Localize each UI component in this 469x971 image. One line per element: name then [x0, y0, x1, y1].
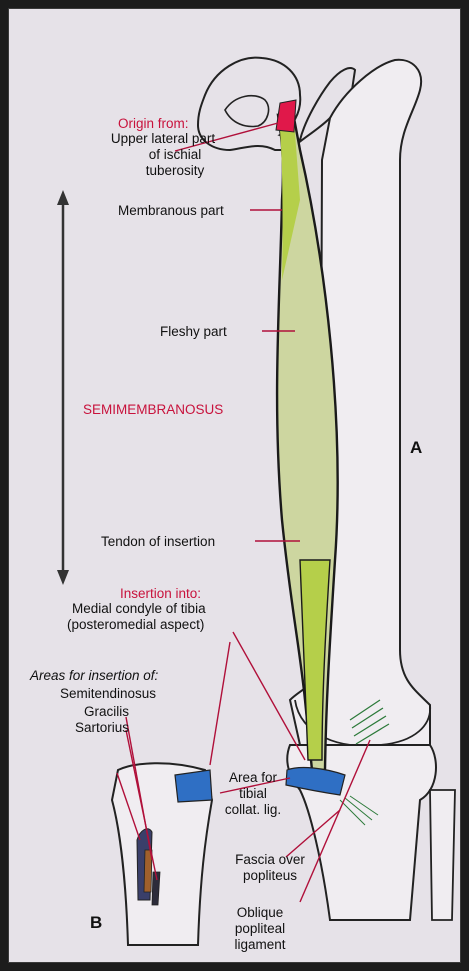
- label-membranous-part: Membranous part: [118, 203, 224, 219]
- origin-line-3: tuberosity: [95, 163, 255, 179]
- insertion-line-2: (posteromedial aspect): [67, 617, 204, 633]
- label-tendon-of-insertion: Tendon of insertion: [101, 534, 215, 550]
- oblique-line-3: ligament: [210, 937, 310, 953]
- panel-label-a: A: [410, 440, 422, 456]
- area-line-3: collat. lig.: [213, 802, 293, 818]
- areas-heading: Areas for insertion of:: [30, 668, 158, 684]
- fibula-outline: [430, 790, 455, 920]
- origin-heading: Origin from:: [118, 116, 189, 132]
- insertion-area-a: [286, 768, 345, 795]
- pelvis-inner: [225, 96, 269, 127]
- panel-label-b: B: [90, 915, 102, 931]
- fascia-line-1: Fascia over: [220, 852, 320, 868]
- label-semitendinosus: Semitendinosus: [60, 686, 156, 702]
- insertion-line-1: Medial condyle of tibia: [72, 601, 206, 617]
- origin-line-2: of ischial: [95, 147, 255, 163]
- area-line-1: Area for: [213, 770, 293, 786]
- fascia-line-2: popliteus: [220, 868, 320, 884]
- area-line-2: tibial: [213, 786, 293, 802]
- label-sartorius: Sartorius: [75, 720, 129, 736]
- oblique-line-2: popliteal: [210, 921, 310, 937]
- label-gracilis: Gracilis: [84, 704, 129, 720]
- origin-line-1: Upper lateral part: [58, 131, 268, 147]
- label-muscle-name: SEMIMEMBRANOSUS: [83, 402, 223, 418]
- insertion-heading: Insertion into:: [120, 586, 201, 602]
- muscle-extent-arrow: [57, 190, 69, 585]
- insertion-area-b: [175, 770, 212, 802]
- origin-mark: [276, 100, 296, 132]
- oblique-line-1: Oblique: [210, 905, 310, 921]
- label-fleshy-part: Fleshy part: [160, 324, 227, 340]
